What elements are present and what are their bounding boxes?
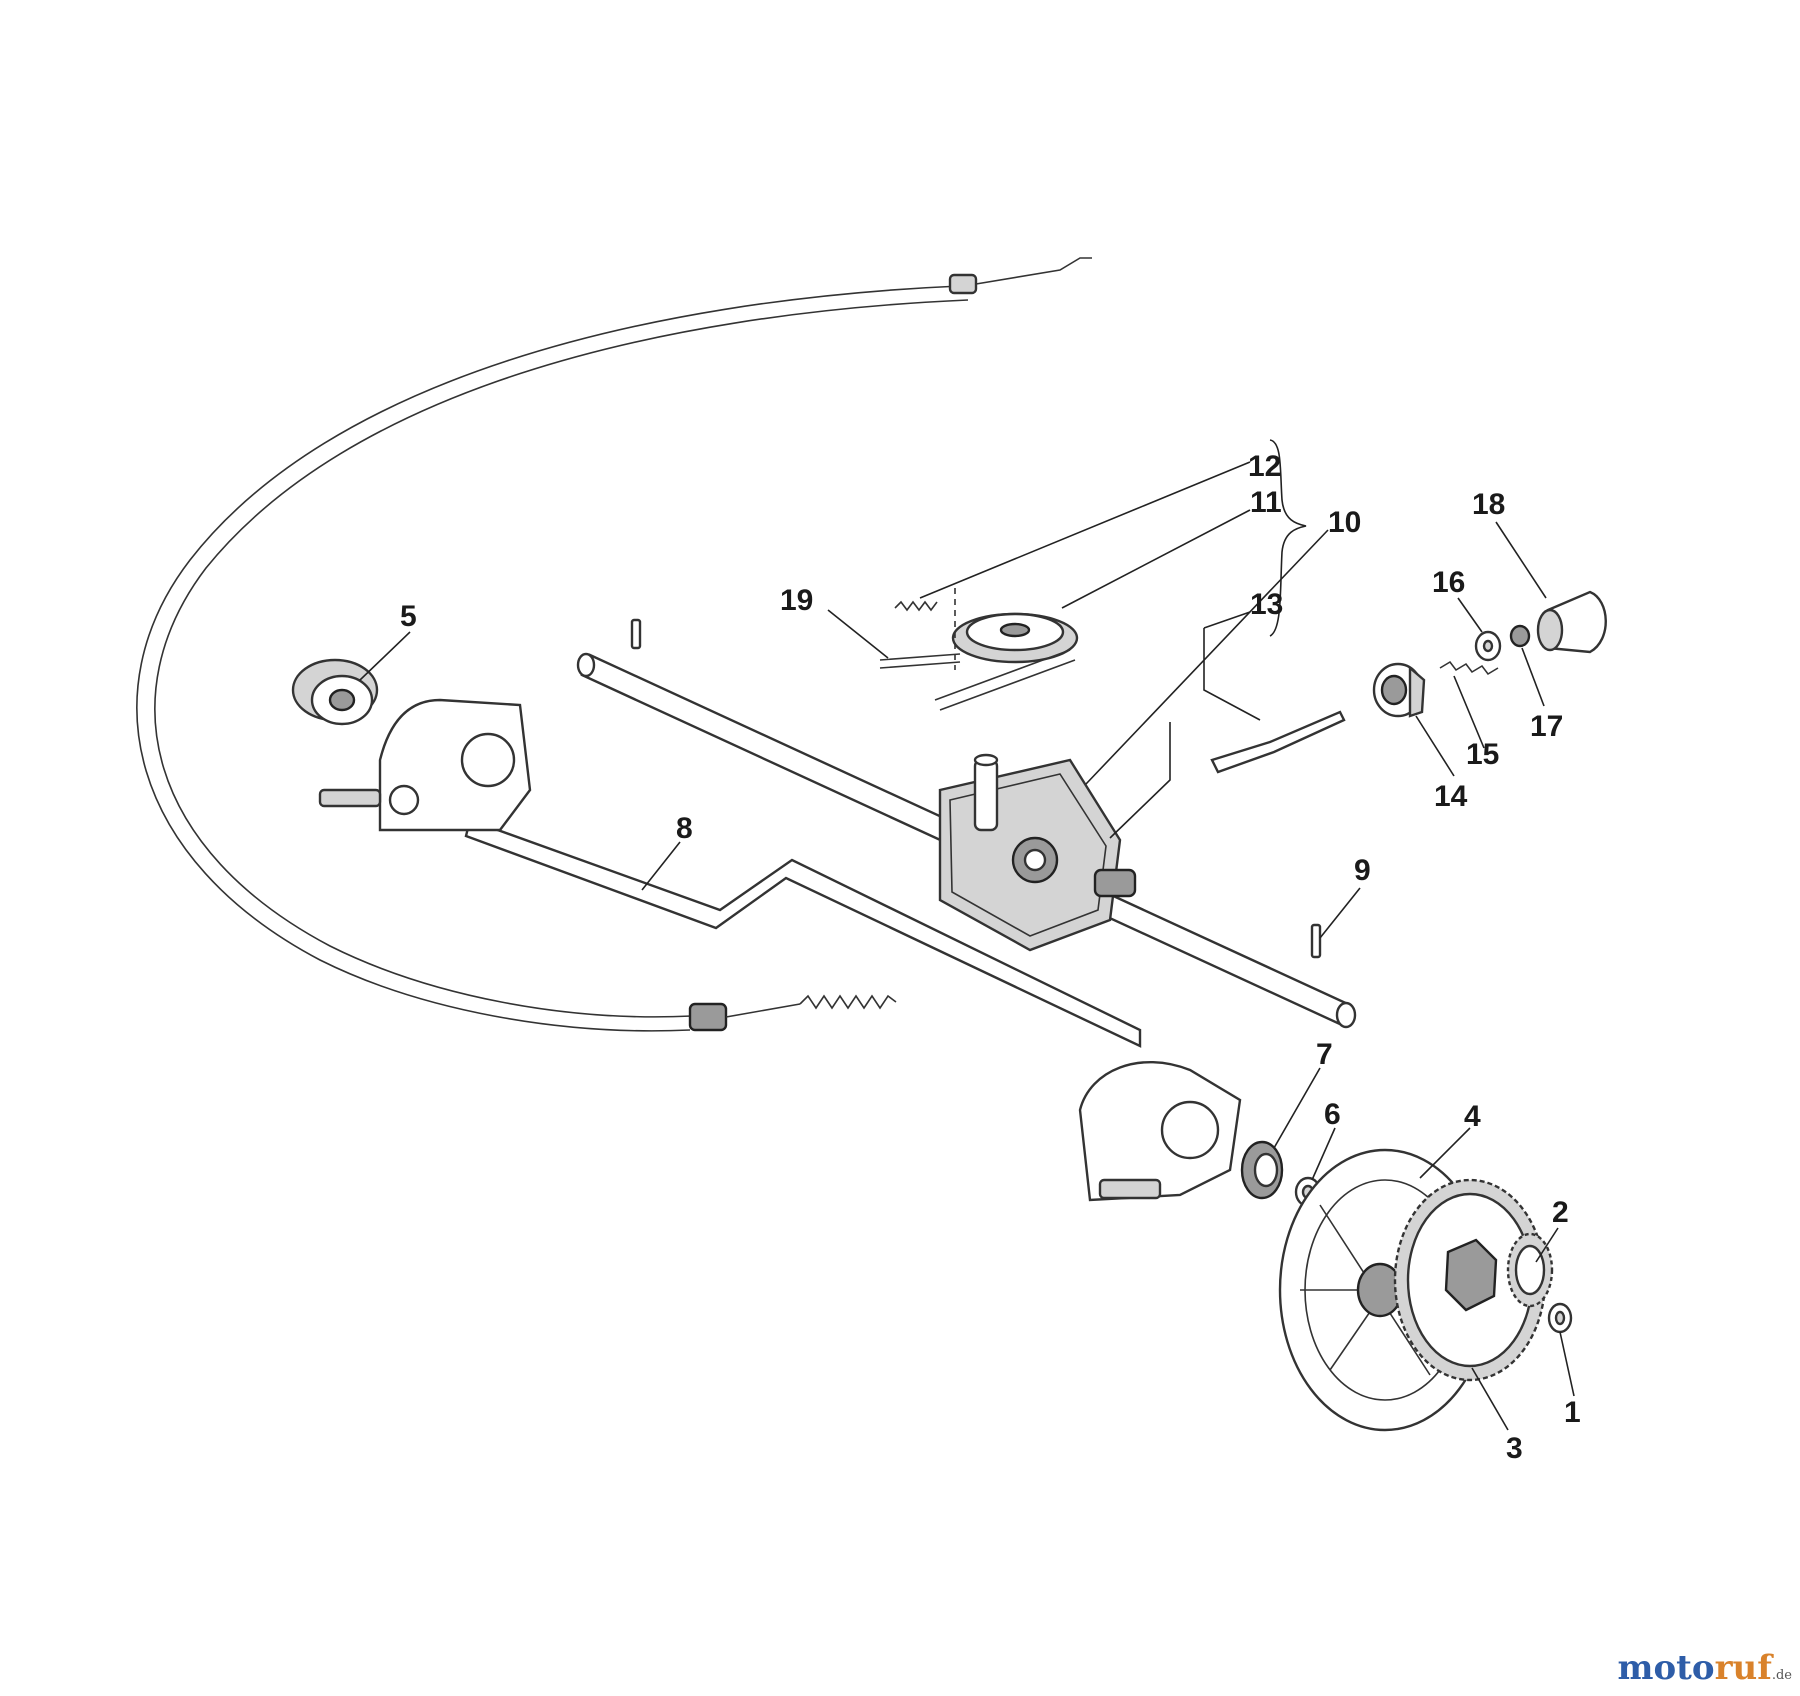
washer-16	[1474, 630, 1502, 662]
callout-7: 7	[1316, 1038, 1333, 1071]
callout-3: 3	[1506, 1432, 1523, 1465]
callout-15: 15	[1466, 738, 1499, 771]
left-bracket	[318, 698, 532, 832]
callout-labels: 1 2 3 4 5 6 7 8 9 10 11 12 13 14 15 16 1…	[400, 450, 1581, 1465]
spring-12	[894, 588, 956, 670]
pulley	[879, 612, 1079, 711]
callout-5: 5	[400, 600, 417, 633]
pin-9	[1310, 923, 1322, 959]
leader-lines	[359, 461, 1575, 1431]
small-gear-2	[1506, 1232, 1554, 1308]
pin-top	[630, 618, 642, 650]
knob-14	[1372, 662, 1426, 718]
callout-16: 16	[1432, 566, 1465, 599]
callout-11: 11	[1250, 486, 1282, 519]
callout-8: 8	[676, 812, 693, 845]
right-bracket	[1078, 1061, 1242, 1202]
spring-15	[1439, 660, 1499, 676]
callout-6: 6	[1324, 1098, 1341, 1131]
watermark-part-a: moto	[1617, 1648, 1715, 1688]
watermark-logo: motoruf.de	[1618, 1648, 1792, 1688]
callout-12: 12	[1248, 450, 1281, 483]
watermark-part-c: .de	[1771, 1668, 1792, 1683]
clip-1	[1547, 1302, 1573, 1334]
callout-10: 10	[1328, 506, 1361, 539]
group-bracket	[1269, 439, 1307, 637]
gearbox-housing	[938, 753, 1137, 952]
lever-rod	[1210, 710, 1346, 774]
callout-17: 17	[1530, 710, 1563, 743]
callout-2: 2	[1552, 1196, 1569, 1229]
gear-3	[1393, 1178, 1547, 1382]
watermark-part-b: ruf	[1714, 1648, 1772, 1688]
callout-9: 9	[1354, 854, 1371, 887]
callout-4: 4	[1464, 1100, 1481, 1133]
cap-18	[1536, 590, 1607, 654]
callout-18: 18	[1472, 488, 1505, 521]
callout-1: 1	[1564, 1396, 1581, 1429]
drive-cable	[136, 257, 1092, 1032]
pinion-5	[291, 658, 379, 726]
bearing-7	[1240, 1140, 1284, 1200]
callout-14: 14	[1434, 780, 1468, 813]
nut-17	[1509, 624, 1531, 648]
callout-19: 19	[780, 584, 813, 617]
callout-13: 13	[1250, 588, 1283, 621]
bent-rod	[464, 818, 1142, 1048]
